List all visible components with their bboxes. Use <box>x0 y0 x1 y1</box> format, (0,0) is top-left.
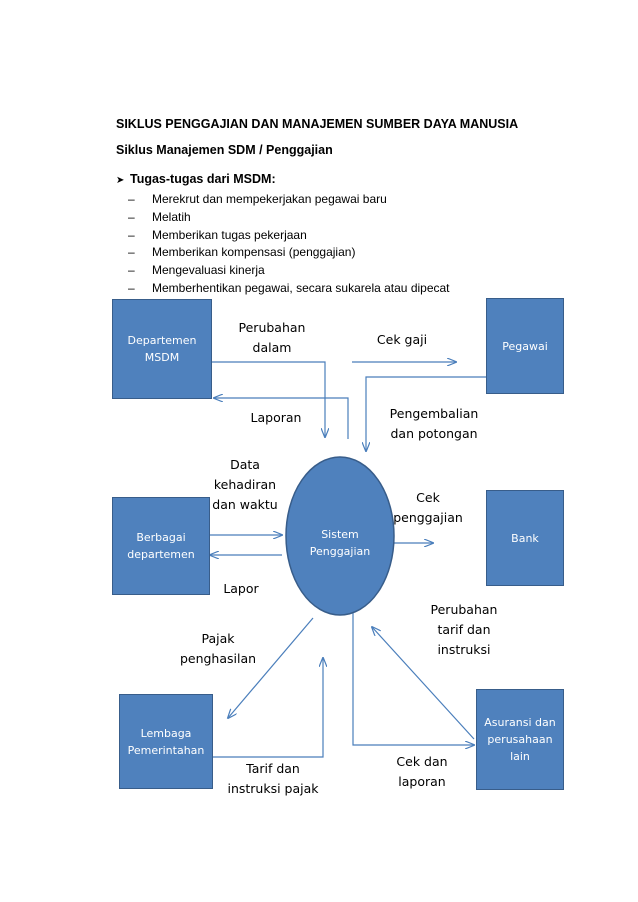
task-text: Memberhentikan pegawai, secara sukarela … <box>152 280 450 295</box>
arrow-pajak-penghasilan <box>228 617 314 718</box>
flow-label-data-kehadiran: Data kehadiran dan waktu <box>200 455 290 515</box>
task-text: Mengevaluasi kinerja <box>152 263 265 278</box>
node-line: perusahaan <box>487 733 553 746</box>
label-line: instruksi <box>437 642 491 657</box>
list-item: – Melatih <box>128 209 450 227</box>
tasks-heading: ➤ Tugas-tugas dari MSDM: <box>116 172 276 186</box>
arrow-perubahan-dalam <box>212 361 325 437</box>
dash-bullet: – <box>128 263 135 278</box>
arrow-pengembalian <box>366 376 486 451</box>
label-line: penghasilan <box>179 651 257 666</box>
node-line: Bank <box>511 531 539 545</box>
node-line: lain <box>510 750 530 763</box>
label-line: dan potongan <box>390 426 478 441</box>
flow-label-pengembalian: Pengembalian dan potongan <box>382 404 486 444</box>
label-line: Perubahan <box>238 320 306 335</box>
node-sistem-penggajian <box>285 456 395 616</box>
label-line: Cek dan <box>396 754 448 769</box>
node-pegawai: Pegawai <box>486 298 564 394</box>
flow-label-laporan: Laporan <box>238 408 314 428</box>
arrow-bullet-icon: ➤ <box>116 175 125 186</box>
flow-label-perubahan-tarif: Perubahan tarif dan instruksi <box>418 600 510 660</box>
page-subtitle: Siklus Manajemen SDM / Penggajian <box>116 143 333 157</box>
node-line: Asuransi dan <box>484 716 556 729</box>
node-line: Berbagai <box>136 531 186 544</box>
label-line: tarif dan <box>437 622 491 637</box>
flow-label-cek-penggajian: Cek penggajian <box>388 488 468 528</box>
node-line: Penggajian <box>309 545 371 558</box>
node-bank: Bank <box>486 490 564 586</box>
label-line: Pengembalian <box>389 406 479 421</box>
dash-bullet: – <box>128 245 135 260</box>
dash-bullet: – <box>128 192 135 206</box>
label-line: dan waktu <box>212 497 278 512</box>
dash-bullet: – <box>128 209 135 224</box>
list-item: – Mengevaluasi kinerja <box>128 262 450 280</box>
dash-bullet: – <box>128 227 135 242</box>
task-text: Melatih <box>152 209 191 224</box>
flow-label-tarif-pajak: Tarif dan instruksi pajak <box>220 759 326 799</box>
list-item: – Memberikan kompensasi (penggajian) <box>128 244 450 262</box>
label-line: laporan <box>398 774 446 789</box>
label-line: penggajian <box>393 510 463 525</box>
dash-bullet: – <box>128 280 135 295</box>
label-line: Data <box>230 457 260 472</box>
list-item: – Merekrut dan mempekerjakan pegawai baru <box>128 191 450 209</box>
arrow-tarif-pajak <box>213 658 323 758</box>
label-line: Laporan <box>250 410 302 425</box>
page-title: SIKLUS PENGGAJIAN DAN MANAJEMEN SUMBER D… <box>116 117 519 131</box>
node-line: departemen <box>127 548 195 561</box>
arrow-perubahan-tarif <box>372 627 475 740</box>
arrow-cek-laporan <box>352 598 474 745</box>
node-line: MSDM <box>144 351 180 364</box>
label-line: Cek <box>416 490 440 505</box>
task-text: Memberikan kompensasi (penggajian) <box>152 245 356 260</box>
label-line: dalam <box>252 340 292 355</box>
flow-label-cek-laporan: Cek dan laporan <box>384 752 460 792</box>
list-item: – Memberikan tugas pekerjaan <box>128 227 450 245</box>
node-line: Pegawai <box>502 339 548 353</box>
node-line: Sistem <box>321 528 359 541</box>
node-berbagai-departemen: Berbagai departemen <box>112 497 210 595</box>
node-line: Lembaga <box>140 726 192 740</box>
flow-label-cek-gaji: Cek gaji <box>366 330 438 350</box>
tasks-heading-text: Tugas-tugas dari MSDM: <box>130 172 276 186</box>
node-line: Pemerintahan <box>127 743 205 757</box>
node-asuransi: Asuransi dan perusahaan lain <box>476 689 564 790</box>
node-line: Departemen <box>127 334 197 347</box>
flow-label-perubahan-dalam: Perubahan dalam <box>226 318 318 358</box>
arrow-laporan <box>214 398 349 439</box>
task-text: Memberikan tugas pekerjaan <box>152 227 307 242</box>
label-line: Perubahan <box>430 602 498 617</box>
flow-label-pajak-penghasilan: Pajak penghasilan <box>172 629 264 669</box>
label-line: Lapor <box>223 581 259 596</box>
task-list: – Merekrut dan mempekerjakan pegawai baru… <box>128 191 450 298</box>
flow-label-lapor: Lapor <box>212 579 270 599</box>
label-line: Pajak <box>201 631 235 646</box>
list-item: – Memberhentikan pegawai, secara sukarela… <box>128 280 450 298</box>
task-text: Merekrut dan mempekerjakan pegawai baru <box>152 192 387 206</box>
label-line: kehadiran <box>213 477 277 492</box>
label-line: instruksi pajak <box>227 781 319 796</box>
label-line: Tarif dan <box>246 761 300 776</box>
label-line: Cek gaji <box>376 332 428 347</box>
